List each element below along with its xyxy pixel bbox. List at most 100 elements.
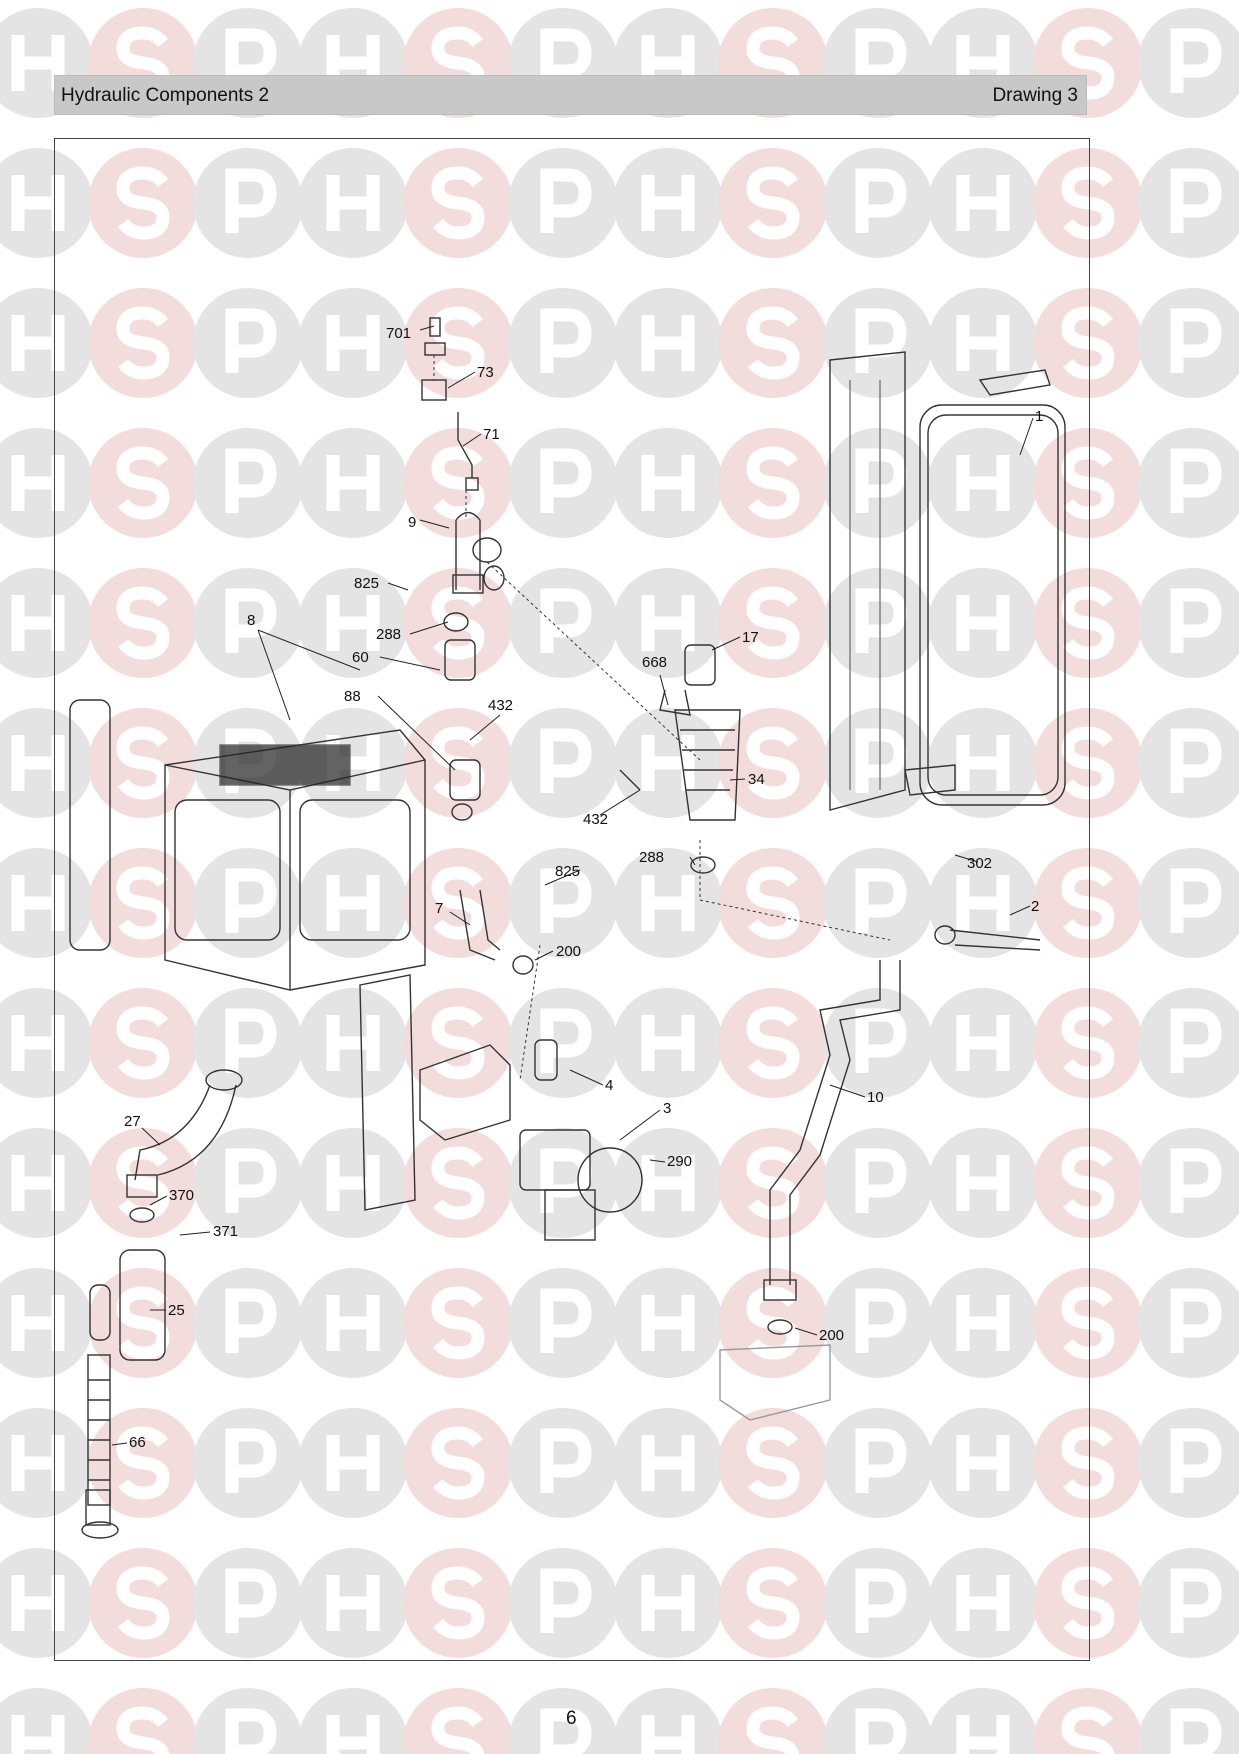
watermark-circle bbox=[508, 708, 618, 818]
watermark-letter-shape bbox=[855, 1428, 907, 1493]
watermark-letter-shape bbox=[1061, 306, 1115, 380]
watermark-letter-shape bbox=[855, 448, 907, 513]
callout-2: 2 bbox=[1031, 898, 1039, 915]
watermark-letter-shape bbox=[11, 735, 65, 791]
watermark-letter-shape bbox=[641, 1155, 695, 1211]
callout-9: 9 bbox=[408, 514, 416, 531]
watermark-circle bbox=[823, 1128, 933, 1238]
watermark-letter-shape bbox=[1061, 1566, 1115, 1640]
watermark-letter-shape bbox=[116, 726, 170, 800]
watermark-letter-shape bbox=[641, 1295, 695, 1351]
watermark-letter-shape bbox=[855, 168, 907, 233]
watermark-letter-shape bbox=[641, 175, 695, 231]
watermark-letter-shape bbox=[855, 1568, 907, 1633]
callout-200: 200 bbox=[819, 1327, 844, 1344]
watermark-letter-shape bbox=[956, 1155, 1010, 1211]
watermark-letter-shape bbox=[540, 448, 592, 513]
callout-27: 27 bbox=[124, 1113, 141, 1130]
watermark-circle bbox=[508, 428, 618, 538]
watermark-letter-shape bbox=[956, 595, 1010, 651]
callout-88: 88 bbox=[344, 688, 361, 705]
watermark-letter-shape bbox=[1061, 166, 1115, 240]
watermark-circle bbox=[823, 1408, 933, 1518]
watermark-letter-shape bbox=[326, 315, 380, 371]
watermark-letter-shape bbox=[326, 1155, 380, 1211]
expansion-vessel bbox=[829, 351, 1066, 951]
watermark-letter-shape bbox=[225, 1148, 277, 1213]
watermark-letter-shape bbox=[11, 1155, 65, 1211]
callout-8: 8 bbox=[247, 612, 255, 629]
watermark-letter-shape bbox=[225, 1008, 277, 1073]
watermark-letter-shape bbox=[641, 315, 695, 371]
watermark-letter-shape bbox=[1170, 168, 1222, 233]
watermark-letter-shape bbox=[1061, 1706, 1115, 1754]
callout-825: 825 bbox=[354, 575, 379, 592]
watermark-circle bbox=[508, 568, 618, 678]
watermark-letter-shape bbox=[746, 1286, 800, 1360]
watermark-letter-shape bbox=[1061, 1146, 1115, 1220]
watermark-letter-shape bbox=[11, 455, 65, 511]
watermark-letter-shape bbox=[431, 306, 485, 380]
watermark-letter-shape bbox=[1170, 1708, 1222, 1754]
watermark-letter-shape bbox=[1061, 1006, 1115, 1080]
drawing-number: Drawing 3 bbox=[992, 85, 1078, 106]
watermark-letter-shape bbox=[116, 166, 170, 240]
watermark-letter-shape bbox=[540, 28, 592, 93]
watermark-letter-shape bbox=[956, 455, 1010, 511]
watermark-letter-shape bbox=[1061, 726, 1115, 800]
watermark-letter-shape bbox=[225, 308, 277, 373]
callout-288: 288 bbox=[376, 626, 401, 643]
drawing-frame bbox=[54, 138, 1090, 1661]
watermark-letter-shape bbox=[116, 1566, 170, 1640]
watermark-letter-shape bbox=[1170, 868, 1222, 933]
watermark-letter-shape bbox=[431, 446, 485, 520]
watermark-letter-shape bbox=[326, 1015, 380, 1071]
watermark-letter-shape bbox=[540, 1288, 592, 1353]
callout-4: 4 bbox=[605, 1077, 613, 1094]
watermark-circle bbox=[823, 1268, 933, 1378]
watermark-circle bbox=[193, 288, 303, 398]
watermark-letter-shape bbox=[956, 1715, 1010, 1754]
watermark-letter-shape bbox=[1170, 1008, 1222, 1073]
callout-371: 371 bbox=[213, 1223, 238, 1240]
watermark-circle bbox=[508, 148, 618, 258]
page-header: Hydraulic Components 2 Drawing 3 bbox=[54, 75, 1087, 115]
watermark-letter-shape bbox=[431, 1006, 485, 1080]
watermark-letter-shape bbox=[326, 875, 380, 931]
watermark-letter-shape bbox=[1170, 1428, 1222, 1493]
watermark-letter-shape bbox=[431, 1286, 485, 1360]
watermark-letter-shape bbox=[11, 1015, 65, 1071]
hydraulic-block bbox=[619, 644, 741, 874]
watermark-letter-shape bbox=[11, 595, 65, 651]
watermark-letter-shape bbox=[641, 1575, 695, 1631]
watermark-letter-shape bbox=[855, 588, 907, 653]
watermark-letter-shape bbox=[540, 168, 592, 233]
watermark-letter-shape bbox=[855, 1148, 907, 1213]
callout-10: 10 bbox=[867, 1089, 884, 1106]
callout-668: 668 bbox=[642, 654, 667, 671]
callout-701: 701 bbox=[386, 325, 411, 342]
watermark-letter-shape bbox=[641, 595, 695, 651]
callout-73: 73 bbox=[477, 364, 494, 381]
condensate-siphon bbox=[81, 1069, 243, 1539]
callout-200: 200 bbox=[556, 943, 581, 960]
watermark-letter-shape bbox=[855, 1288, 907, 1353]
watermark-letter-shape bbox=[956, 1015, 1010, 1071]
watermark-letter-shape bbox=[956, 1435, 1010, 1491]
callout-302: 302 bbox=[967, 855, 992, 872]
watermark-letter-shape bbox=[11, 875, 65, 931]
watermark-letter-shape bbox=[431, 1146, 485, 1220]
watermark-letter-shape bbox=[540, 308, 592, 373]
watermark-letter-shape bbox=[116, 306, 170, 380]
watermark-letter-shape bbox=[746, 1426, 800, 1500]
watermark-letter-shape bbox=[116, 866, 170, 940]
watermark-letter-shape bbox=[540, 728, 592, 793]
watermark-letter-shape bbox=[225, 1708, 277, 1754]
watermark-letter-shape bbox=[1170, 1568, 1222, 1633]
watermark-letter-shape bbox=[1061, 26, 1115, 100]
watermark-letter-shape bbox=[1170, 448, 1222, 513]
watermark-letter-shape bbox=[746, 1566, 800, 1640]
watermark-circle bbox=[823, 148, 933, 258]
callout-71: 71 bbox=[483, 426, 500, 443]
